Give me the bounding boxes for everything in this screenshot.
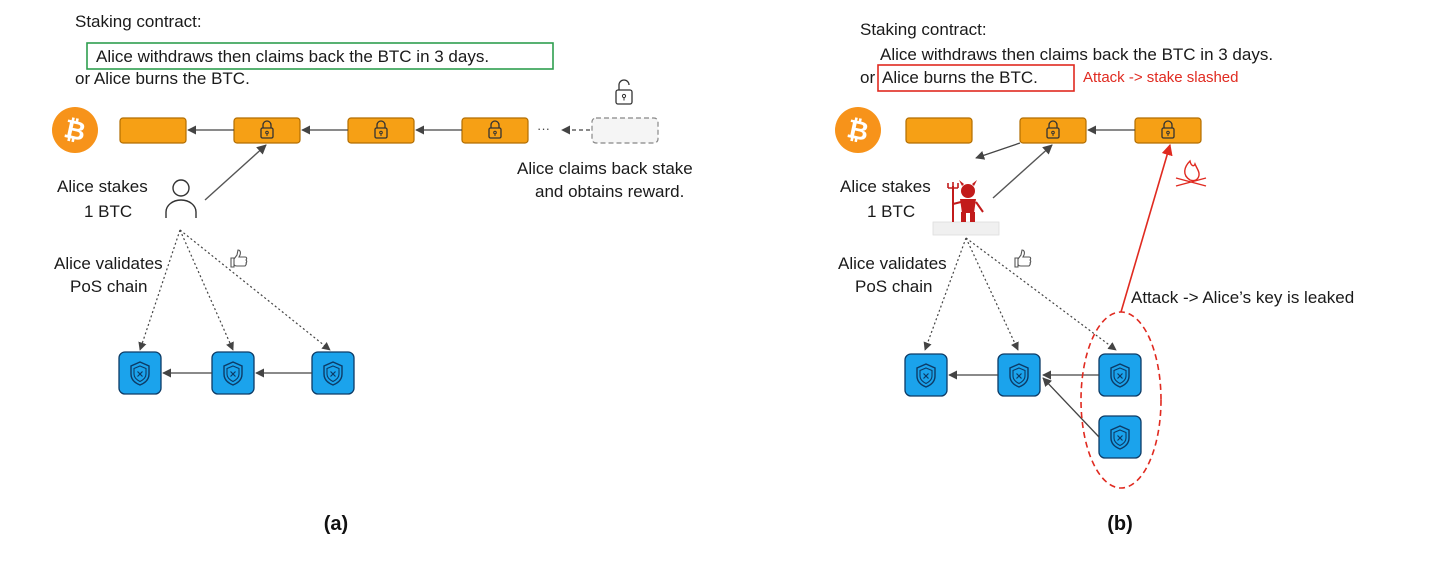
shield-icon [130,361,150,386]
stakes-label-line1: Alice stakes [57,177,148,196]
shield-icon [223,361,243,386]
green-highlight-box [86,42,554,70]
btc-block [119,117,187,144]
validate-arrow [965,237,1019,351]
contract-line-burn-prefix: or [860,68,875,87]
pos-block [904,353,948,397]
panel-a: Staking contract: Alice withdraws then c… [52,12,693,535]
red-highlight-box [877,64,1075,92]
pos-block [311,351,355,395]
validate-arrow [179,229,331,351]
bitcoin-icon: ₿ [835,107,881,153]
stakes-label-line1: Alice stakes [840,177,931,196]
validate-arrow [179,229,234,351]
btc-block-locked [1019,117,1087,144]
contract-title: Staking contract: [75,12,202,31]
pos-block [211,351,255,395]
bitcoin-icon: ₿ [52,107,98,153]
caption-a: (a) [324,513,348,535]
slashed-note: Attack -> stake slashed [1083,69,1239,86]
leak-note: Attack -> Alice’s key is leaked [1131,288,1354,307]
claim-text-line2: and obtains reward. [535,182,684,201]
claim-text-line1: Alice claims back stake [517,159,693,178]
btc-block [905,117,973,144]
shield-icon [1110,363,1130,388]
validate-arrow [923,237,967,351]
unlock-icon [615,79,633,105]
fire-icon [1175,159,1207,187]
validates-label-line1: Alice validates [838,254,947,273]
btc-block-locked [233,117,301,144]
slash-arrow [1120,143,1173,313]
btc-block-locked [1134,117,1202,144]
shield-icon [1110,425,1130,450]
devil-icon [932,180,1000,236]
stakes-label-line2: 1 BTC [84,202,132,221]
validates-label-line1: Alice validates [54,254,163,273]
ellipsis: ··· [537,121,550,136]
shield-icon [916,363,936,388]
validates-label-line2: PoS chain [855,277,933,296]
contract-title: Staking contract: [860,20,987,39]
btc-block-locked [461,117,529,144]
pos-fork-arrow [1042,377,1100,438]
thumbs-up-icon [1014,249,1032,268]
chain-arrow [975,142,1021,160]
validate-arrow [965,237,1117,351]
validate-arrow [138,229,181,351]
pos-block-fork [1098,415,1142,459]
contract-line-withdraw: Alice withdraws then claims back the BTC… [880,45,1273,64]
contract-line-withdraw: Alice withdraws then claims back the BTC… [96,47,489,66]
pos-block [1098,353,1142,397]
panel-b: Staking contract: Alice withdraws then c… [835,20,1354,535]
contract-line-burn: or Alice burns the BTC. [75,69,250,88]
thumbs-up-icon [230,249,248,268]
shield-icon [323,361,343,386]
person-icon [165,179,197,218]
stake-arrow [992,144,1053,199]
contract-line-burn: Alice burns the BTC. [882,68,1038,87]
stakes-label-line2: 1 BTC [867,202,915,221]
caption-b: (b) [1107,513,1133,535]
validates-label-line2: PoS chain [70,277,148,296]
future-block [591,117,659,144]
shield-icon [1009,363,1029,388]
btc-block-locked [347,117,415,144]
stake-arrow [204,144,267,201]
pos-block [118,351,162,395]
pos-block [997,353,1041,397]
leaked-key-ellipse [1080,311,1162,489]
